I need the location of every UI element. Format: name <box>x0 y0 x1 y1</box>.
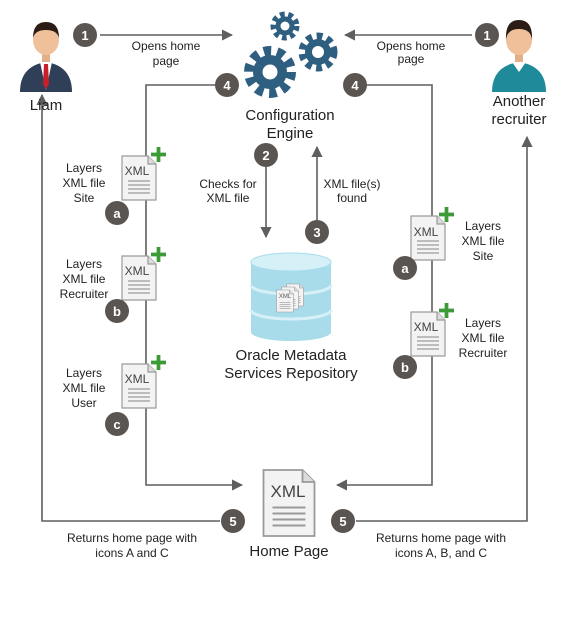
file-icon-label: XML <box>125 264 150 278</box>
step-badges: 1 1 4 4 2 3 5 5 a b c a b <box>73 23 499 533</box>
engine-label-line2: Engine <box>267 125 314 142</box>
db-file-text: XML <box>279 294 292 300</box>
found-label-line2: found <box>337 191 367 205</box>
recruiter-label-line2: recruiter <box>491 111 546 128</box>
engine-label-line1: Configuration <box>245 107 334 124</box>
left-file-c-line1: Layers <box>66 366 102 380</box>
liam-label: Liam <box>30 97 63 114</box>
letter-badge-right-a: a <box>393 256 417 280</box>
returns-right-line1: Returns home page with <box>376 531 506 545</box>
checks-label-line1: Checks for <box>199 177 256 191</box>
path-return-to-recruiter <box>356 135 533 522</box>
svg-text:a: a <box>401 261 409 276</box>
svg-text:4: 4 <box>223 78 231 93</box>
path-return-to-liam <box>36 93 220 522</box>
left-file-c-line2: XML file <box>63 381 106 395</box>
home-page-icon: XML <box>262 469 316 537</box>
right-file-a: XML Layers XML file Site <box>410 207 505 263</box>
recruiter-avatar <box>492 20 546 92</box>
step-badge-5-left: 5 <box>221 509 245 533</box>
svg-text:5: 5 <box>339 514 346 529</box>
left-file-a-line2: XML file <box>63 176 106 190</box>
recruiter-label-line1: Another <box>493 93 546 110</box>
liam-avatar <box>20 22 72 92</box>
file-icon-label: XML <box>414 320 439 334</box>
returns-left-line1: Returns home page with <box>67 531 197 545</box>
right-file-b: XML Layers XML file Recruiter <box>410 303 508 360</box>
right-file-a-line3: Site <box>473 249 494 263</box>
svg-text:b: b <box>113 304 121 319</box>
svg-text:2: 2 <box>262 148 269 163</box>
left-file-b-line1: Layers <box>66 257 102 271</box>
right-file-b-line1: Layers <box>465 316 501 330</box>
home-page-xml-text: XML <box>271 482 306 501</box>
left-file-c-line3: User <box>71 396 96 410</box>
svg-text:a: a <box>113 206 121 221</box>
opens-home-right-line2: page <box>398 52 425 66</box>
svg-text:c: c <box>113 417 120 432</box>
svg-text:3: 3 <box>313 225 320 240</box>
database-icon: XML <box>249 252 333 341</box>
path-engine-to-home-right <box>335 84 433 491</box>
letter-badge-left-a: a <box>105 201 129 225</box>
svg-text:b: b <box>401 360 409 375</box>
step-badge-3: 3 <box>305 220 329 244</box>
returns-left-line2: icons A and C <box>95 546 169 560</box>
opens-home-left-line1: Opens home <box>132 39 201 53</box>
left-file-b-line2: XML file <box>63 272 106 286</box>
returns-right-line2: icons A, B, and C <box>395 546 487 560</box>
repository-label-line2: Services Repository <box>224 365 358 382</box>
step-badge-1-right: 1 <box>475 23 499 47</box>
step-badge-4-left: 4 <box>215 73 239 97</box>
right-file-b-line2: XML file <box>462 331 505 345</box>
repository-label-line1: Oracle Metadata <box>236 347 348 364</box>
step-badge-1-left: 1 <box>73 23 97 47</box>
left-file-a-line1: Layers <box>66 161 102 175</box>
home-page-label: Home Page <box>249 543 328 560</box>
svg-text:1: 1 <box>81 28 88 43</box>
opens-home-right-line1: Opens home <box>377 39 446 53</box>
step-badge-4-right: 4 <box>343 73 367 97</box>
step-badge-2: 2 <box>254 143 278 167</box>
letter-badge-left-c: c <box>105 412 129 436</box>
path-engine-to-home-left <box>145 84 244 491</box>
left-file-b-line3: Recruiter <box>60 287 109 301</box>
file-icon-label: XML <box>414 225 439 239</box>
checks-label-line2: XML file <box>207 191 250 205</box>
letter-badge-right-b: b <box>393 355 417 379</box>
svg-text:5: 5 <box>229 514 236 529</box>
left-file-c: XML Layers XML file User <box>63 355 166 410</box>
right-file-a-line2: XML file <box>462 234 505 248</box>
file-icon-label: XML <box>125 372 150 386</box>
left-file-a-line3: Site <box>74 191 95 205</box>
file-icon-label: XML <box>125 164 150 178</box>
left-file-b: XML Layers XML file Recruiter <box>60 247 166 301</box>
right-file-b-line3: Recruiter <box>459 346 508 360</box>
step-badge-5-right: 5 <box>331 509 355 533</box>
found-label-line1: XML file(s) <box>324 177 381 191</box>
left-file-a: XML Layers XML file Site <box>63 147 166 205</box>
right-file-a-line1: Layers <box>465 219 501 233</box>
opens-home-left-line2: page <box>153 54 180 68</box>
gear-icon <box>244 11 338 98</box>
letter-badge-left-b: b <box>105 299 129 323</box>
svg-text:1: 1 <box>483 28 490 43</box>
svg-text:4: 4 <box>351 78 359 93</box>
